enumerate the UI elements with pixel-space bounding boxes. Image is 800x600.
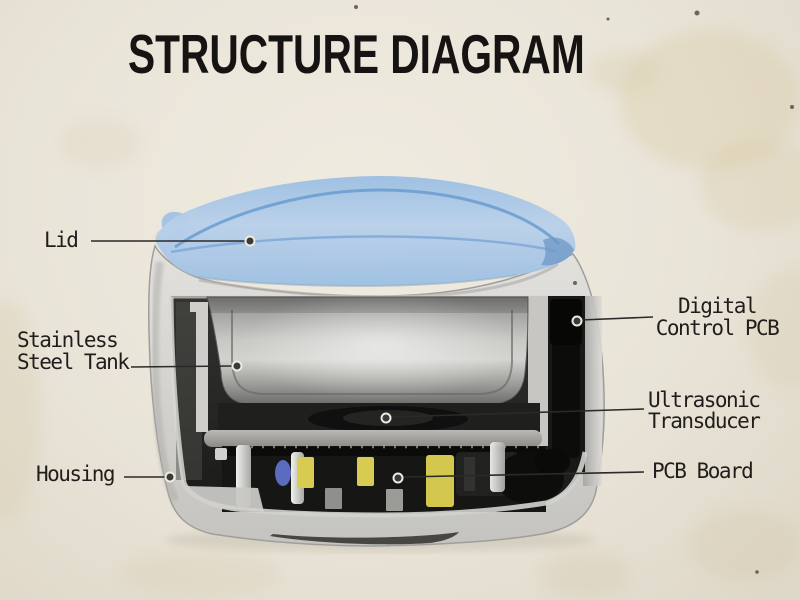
mount-bolt xyxy=(215,448,227,460)
cut-edge-bottom xyxy=(181,451,588,518)
label-housing: Housing xyxy=(36,462,116,486)
component-yellow xyxy=(297,457,314,488)
leader-dot-transducer xyxy=(380,412,392,424)
transformer-stripe xyxy=(464,457,475,491)
leader-line-control-pcb xyxy=(580,316,654,321)
component-yellow xyxy=(426,455,454,507)
lid-crease-line xyxy=(170,235,557,254)
lid-shape xyxy=(156,176,576,286)
label-tank-line2: Steel Tank xyxy=(17,350,130,374)
lid-right-fold xyxy=(541,237,574,266)
label-housing-text: Housing xyxy=(36,462,116,486)
label-lid: Lid xyxy=(44,228,79,252)
leader-dot-housing xyxy=(164,471,176,483)
component-gray xyxy=(325,488,342,509)
page-title: STRUCTURE DIAGRAM xyxy=(128,23,585,85)
leader-dot-control-pcb xyxy=(571,315,583,327)
paper-specks xyxy=(354,5,794,574)
label-transducer-line2: Transducer xyxy=(648,409,761,433)
tank-highlight xyxy=(240,290,520,400)
label-stainless-steel-tank: Stainless Steel Tank xyxy=(17,328,130,374)
tank-top-shadow xyxy=(207,297,528,313)
label-pcb-text: PCB Board xyxy=(652,459,754,483)
leader-dot-tank xyxy=(231,360,243,372)
leader-line-transducer xyxy=(390,408,645,418)
cut-edge-left xyxy=(168,296,187,484)
tank-support-shelf xyxy=(204,430,542,447)
label-tank-line1: Stainless xyxy=(17,328,119,352)
leader-line-tank xyxy=(130,365,234,368)
label-digital-control-pcb: Digital Control PCB xyxy=(650,295,784,339)
label-digital-line2: Control PCB xyxy=(655,316,780,340)
pcb-board-shape xyxy=(226,447,546,456)
lid-bottom-shadow xyxy=(197,274,518,288)
leader-dot-lid xyxy=(244,235,256,247)
label-lid-text: Lid xyxy=(44,228,79,252)
component-yellow xyxy=(357,457,374,486)
component-gray xyxy=(386,489,403,511)
label-transducer-line1: Ultrasonic xyxy=(648,388,761,412)
capacitor-blue xyxy=(275,460,291,486)
tank-inner-line xyxy=(231,310,513,395)
standoff-post xyxy=(490,442,505,492)
power-cord-blob xyxy=(534,449,570,475)
lid-rim-line xyxy=(174,188,561,249)
housing-right-bezel xyxy=(583,296,602,486)
label-ultrasonic-transducer: Ultrasonic Transducer xyxy=(648,388,761,433)
leader-line-pcb-board xyxy=(402,471,645,478)
leader-dots xyxy=(164,235,583,484)
leader-dot-pcb-board xyxy=(392,472,404,484)
base-platform xyxy=(185,486,264,512)
leader-lines xyxy=(91,240,654,478)
base-underside-shadow xyxy=(270,532,459,545)
digital-control-pcb-top xyxy=(550,299,582,345)
label-digital-line1: Digital xyxy=(677,294,758,318)
label-pcb-board: PCB Board xyxy=(652,459,754,483)
